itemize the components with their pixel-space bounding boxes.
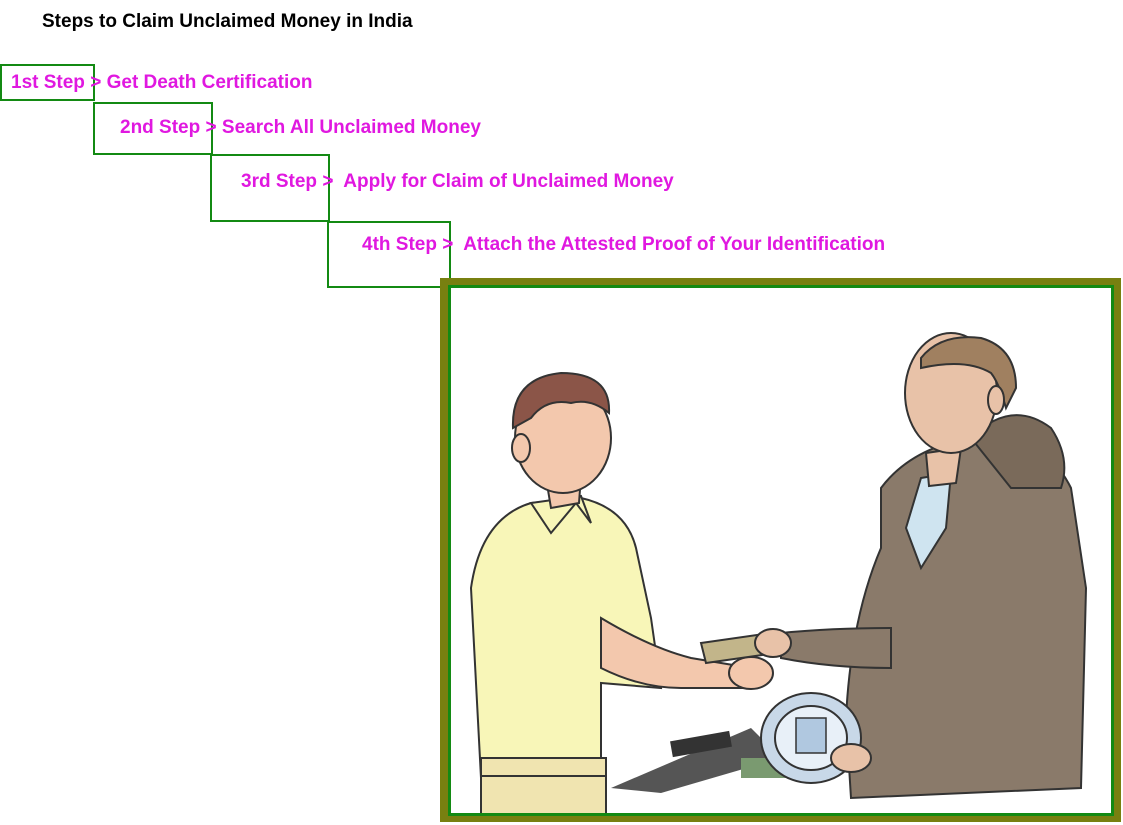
step-1-label: 1st Step [11, 72, 85, 93]
step-4: 4th Step > Attach the Attested Proof of … [362, 234, 885, 256]
step-2-separator: > [205, 117, 217, 138]
step-1-action: Get Death Certification [106, 72, 313, 93]
cashier-handing-money-illustration [469, 332, 1088, 813]
step-2-action: Search All Unclaimed Money [221, 117, 481, 138]
step-2-label: 2nd Step [120, 117, 201, 138]
step-3-separator: > [322, 171, 334, 192]
step-1: 1st Step > Get Death Certification [11, 72, 312, 94]
step-3-action: Apply for Claim of Unclaimed Money [343, 171, 674, 192]
step-2-box [93, 102, 213, 155]
step-1-separator: > [90, 72, 102, 93]
step-2: 2nd Step > Search All Unclaimed Money [120, 117, 481, 139]
step-3-label: 3rd Step [241, 171, 318, 192]
step-4-label: 4th Step [362, 234, 437, 255]
page-title: Steps to Claim Unclaimed Money in India [42, 11, 413, 32]
step-3: 3rd Step > Apply for Claim of Unclaimed … [241, 171, 674, 193]
step-3-box [210, 154, 330, 222]
illustration-frame [448, 285, 1114, 816]
step-1-box [0, 64, 95, 101]
step-4-box [327, 221, 451, 288]
step-4-separator: > [442, 234, 454, 255]
step-4-action: Attach the Attested Proof of Your Identi… [463, 234, 886, 255]
